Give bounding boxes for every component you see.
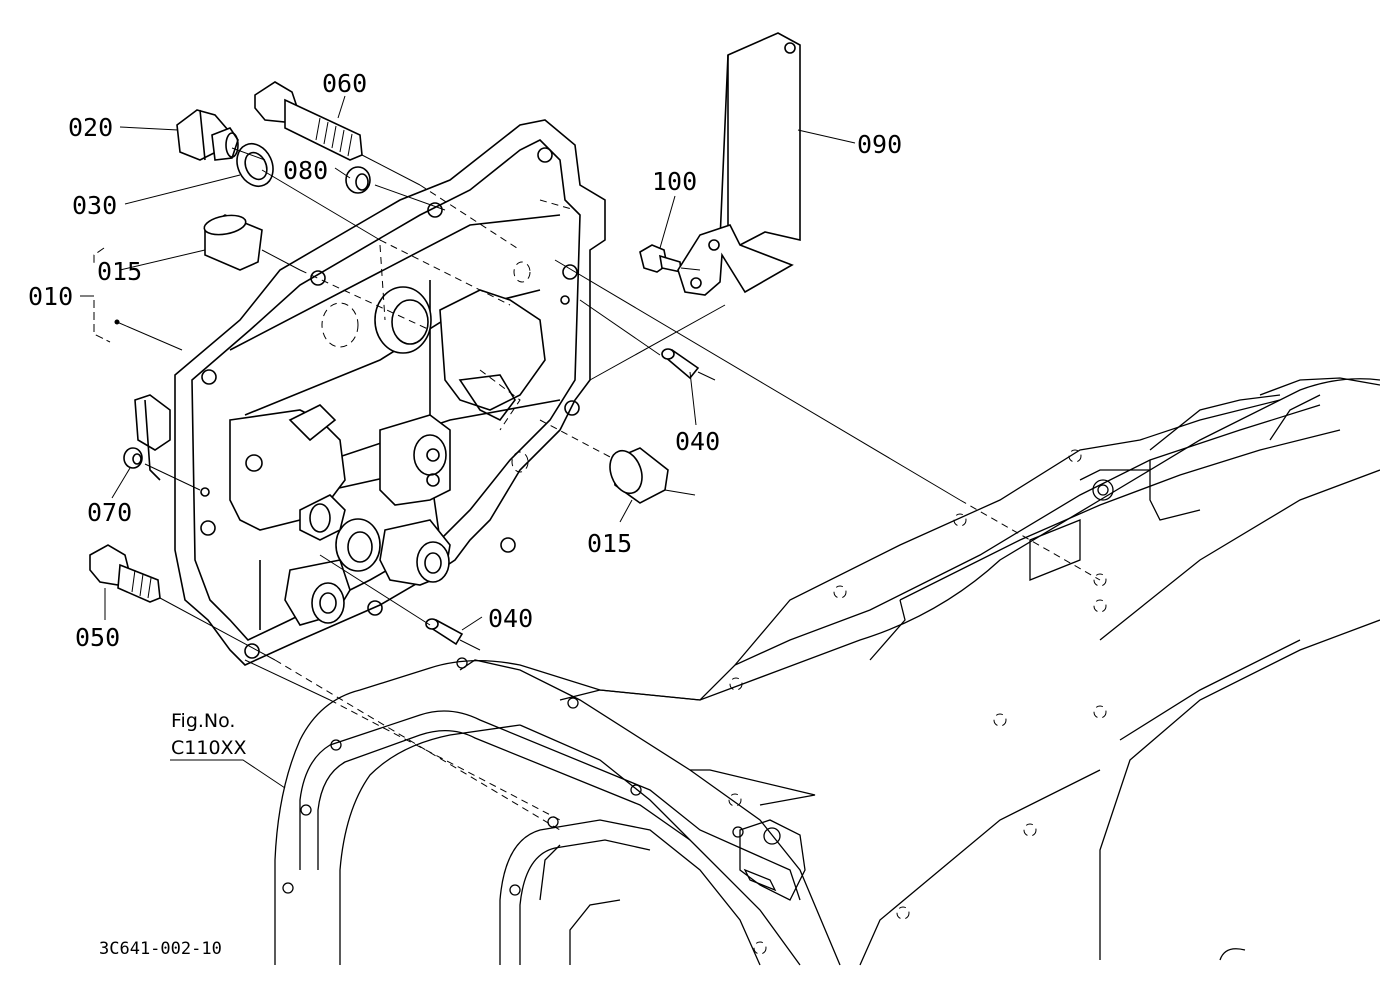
part-015-bushing-upper [203,214,263,271]
part-080-plug [345,166,371,194]
part-050-bolt [89,544,161,603]
part-030-washer [236,143,274,187]
part-015-bushing-lower [609,447,669,504]
part-060-bolt [254,81,363,161]
part-070-plug [123,447,143,469]
callout-020: 020 [68,113,113,142]
part-090-bracket [677,32,801,296]
callout-100: 100 [652,167,697,196]
callout-060: 060 [322,69,367,98]
callout-090: 090 [857,130,902,159]
callout-070: 070 [87,498,132,527]
figure-number: C110XX [171,737,247,759]
assembly-lines [144,147,1101,831]
part-100-bolt [639,244,682,274]
leader-lines [80,95,856,789]
part-040-pin-upper [661,348,700,380]
main-cover-plate [134,119,606,666]
callout-040-upper: 040 [675,427,720,456]
callout-040-lower: 040 [488,604,533,633]
callout-050: 050 [75,623,120,652]
part-040-pin-lower [425,618,464,646]
callout-015-lower: 015 [587,529,632,558]
callout-015-upper: 015 [97,257,142,286]
figure-reference: Fig.No. C110XX [171,710,247,759]
callout-080: 080 [283,156,328,185]
part-020-plug [176,109,239,161]
figure-number-prefix: Fig.No. [171,710,235,732]
transmission-housing [274,377,1380,966]
callout-010: 010 [28,282,73,311]
drawing-code: 3C641-002-10 [99,939,222,959]
callout-030: 030 [72,191,117,220]
callout-labels: 020 030 015 010 060 080 090 100 040 015 … [28,69,902,652]
